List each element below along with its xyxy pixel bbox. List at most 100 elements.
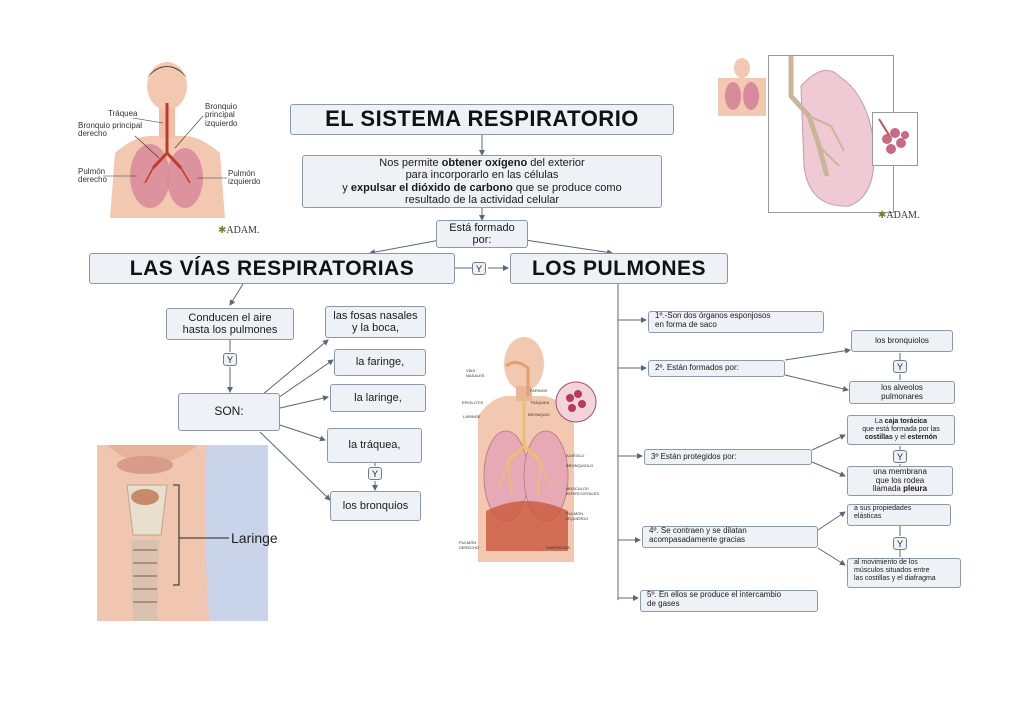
label-bpd-line1: Bronquio principal xyxy=(78,121,143,130)
label-bronquiolo: BRONQUIOLO xyxy=(566,463,594,468)
label-laringe: Laringe xyxy=(231,530,278,546)
conducen-box: Conducen el aire hasta los pulmones xyxy=(166,308,294,340)
intro-l3b: expulsar el dióxido de carbono xyxy=(350,181,513,194)
movimiento-line2: músculos situados entre xyxy=(854,566,930,574)
membrana-l3a: llamada xyxy=(872,484,904,494)
intro-l3a: y xyxy=(342,181,351,194)
bronquiolos-text: los bronquiolos xyxy=(875,335,929,345)
label-diafragma: DIAFRAGMA xyxy=(546,545,570,550)
movimiento-line3: las costillas y el diafragma xyxy=(854,574,936,582)
and-text: Y xyxy=(896,538,903,549)
title-text: EL SISTEMA RESPIRATORIO xyxy=(325,106,639,132)
conducen-line2: hasta los pulmones xyxy=(182,324,278,336)
adam-logo-left: ✱ADAM. xyxy=(218,225,259,236)
son-box: SON: xyxy=(178,393,280,431)
label-pulmon-derecho: Pulmón derecho xyxy=(78,167,107,185)
p3-text: 3º Están protegidos por: xyxy=(651,451,737,461)
membrana-l3b: pleura xyxy=(903,484,928,494)
propiedades-line2: elásticas xyxy=(854,512,882,520)
intro-l1b: obtener oxígeno xyxy=(441,156,528,169)
fosas-nasales-box: las fosas nasales y la boca, xyxy=(325,306,426,338)
and-text: Y xyxy=(226,354,233,365)
p4-line2: acompasadamente gracias xyxy=(649,534,746,544)
intro-l3c: que se produce como xyxy=(512,181,622,194)
label-bronquio-principal-izquierdo: Bronquio principal izquierdo xyxy=(205,102,238,128)
alveoli-drawing xyxy=(878,118,909,154)
pulmones-point-2: 2º. Están formados por: xyxy=(648,360,785,377)
label-pd-line1: Pulmón xyxy=(78,167,106,176)
alveoli-inset xyxy=(872,112,918,166)
traquea-text: la tráquea, xyxy=(348,439,401,452)
bronquios-box: los bronquios xyxy=(330,491,421,521)
torso-drawing xyxy=(103,62,227,218)
label-pulmon-der-line1: PULMÓN xyxy=(459,540,477,545)
small-torso-drawing xyxy=(718,58,766,116)
and-connector-traquea: Y xyxy=(368,467,382,480)
p2-text: 2º. Están formados por: xyxy=(655,363,739,373)
vias-respiratorias-heading: LAS VÍAS RESPIRATORIAS xyxy=(89,253,455,284)
bronquios-text: los bronquios xyxy=(342,499,409,512)
p5-line1: 5º. En ellos se produce el intercambio xyxy=(647,590,782,599)
small-torso-thumbnail xyxy=(718,58,766,116)
adam-logo-text: ADAM. xyxy=(886,210,920,221)
label-bronquio: BRONQUIO xyxy=(528,412,550,417)
caja-line1: La caja torácica xyxy=(875,418,927,426)
membrana-line2: que los rodea xyxy=(875,475,925,485)
and-connector-main: Y xyxy=(472,262,486,275)
label-pulmon-izquierdo: Pulmón izquierdo xyxy=(228,169,261,187)
vias-heading-text: LAS VÍAS RESPIRATORIAS xyxy=(129,256,415,280)
label-faringe: FARINGE xyxy=(530,388,548,393)
page-title: EL SISTEMA RESPIRATORIO xyxy=(290,104,674,135)
label-pi-line2: izquierdo xyxy=(228,177,261,187)
formed-by-box: Está formado por: xyxy=(436,220,528,248)
propiedades-line1: a sus propiedades xyxy=(854,505,912,512)
pulmones-point-1: 1º.-Son dos órganos esponjosos en forma … xyxy=(648,311,824,333)
bronquiolos-box: los bronquiolos xyxy=(851,330,953,352)
traquea-box: la tráquea, xyxy=(327,428,422,463)
intro-box: Nos permite obtener oxígeno del exterior… xyxy=(302,155,662,208)
star-icon: ✱ xyxy=(218,225,227,236)
label-epiglotis: EPIGLOTIS xyxy=(462,400,484,405)
caja-l1a: La xyxy=(874,418,885,426)
p4-line1: 4º. Se contraen y se dilatan xyxy=(649,526,747,535)
body-drawing xyxy=(478,337,597,562)
movimiento-line1: al movimiento de los xyxy=(854,559,918,566)
label-bpi-line3: izquierdo xyxy=(205,118,238,128)
and-text: Y xyxy=(475,263,482,274)
and-text: Y xyxy=(896,451,903,462)
and-connector-conducen: Y xyxy=(223,353,237,366)
caja-l3a: costillas xyxy=(864,433,893,441)
caja-l3c: esternón xyxy=(907,433,938,441)
label-traquea: Tráquea xyxy=(108,109,138,118)
throat-drawing xyxy=(97,445,229,621)
membrana-line1: una membrana xyxy=(873,466,927,476)
label-bpd-line2: derecho xyxy=(78,129,107,139)
alveolos-line1: los alveolos xyxy=(881,382,923,392)
adam-logo-right: ✱ADAM. xyxy=(878,210,919,221)
adam-logo-text: ADAM. xyxy=(226,225,260,236)
alveolos-box: los alveolos pulmonares xyxy=(849,381,955,404)
caja-toracica-box: La caja torácica que está formada por la… xyxy=(847,415,955,445)
intro-line4: resultado de la actividad celular xyxy=(404,193,560,206)
fosas-line1: las fosas nasales xyxy=(333,309,418,322)
fosas-line2: y la boca, xyxy=(351,322,400,334)
label-bpi-line2: principal xyxy=(205,110,235,120)
star-icon: ✱ xyxy=(878,210,887,221)
faringe-box: la faringe, xyxy=(334,349,426,376)
and-connector-caja: Y xyxy=(893,450,907,463)
pulmones-point-5: 5º. En ellos se produce el intercambio d… xyxy=(640,590,818,612)
label-pulmon-der-line2: DERECHO xyxy=(459,545,480,550)
faringe-text: la faringe, xyxy=(355,356,405,369)
caja-line3: costillas y el esternón xyxy=(865,434,937,442)
pulmones-point-4: 4º. Se contraen y se dilatan acompasadam… xyxy=(642,526,818,548)
and-connector-propiedades: Y xyxy=(893,537,907,550)
intro-line3: y expulsar el dióxido de carbono que se … xyxy=(342,182,621,194)
caja-l3b: y el xyxy=(892,433,908,441)
label-alveolo: ALVÉOLO xyxy=(566,453,585,458)
throat-larynx-illustration xyxy=(97,445,268,621)
laringe-box: la laringe, xyxy=(330,384,426,412)
label-pi-line1: Pulmón xyxy=(228,169,256,178)
